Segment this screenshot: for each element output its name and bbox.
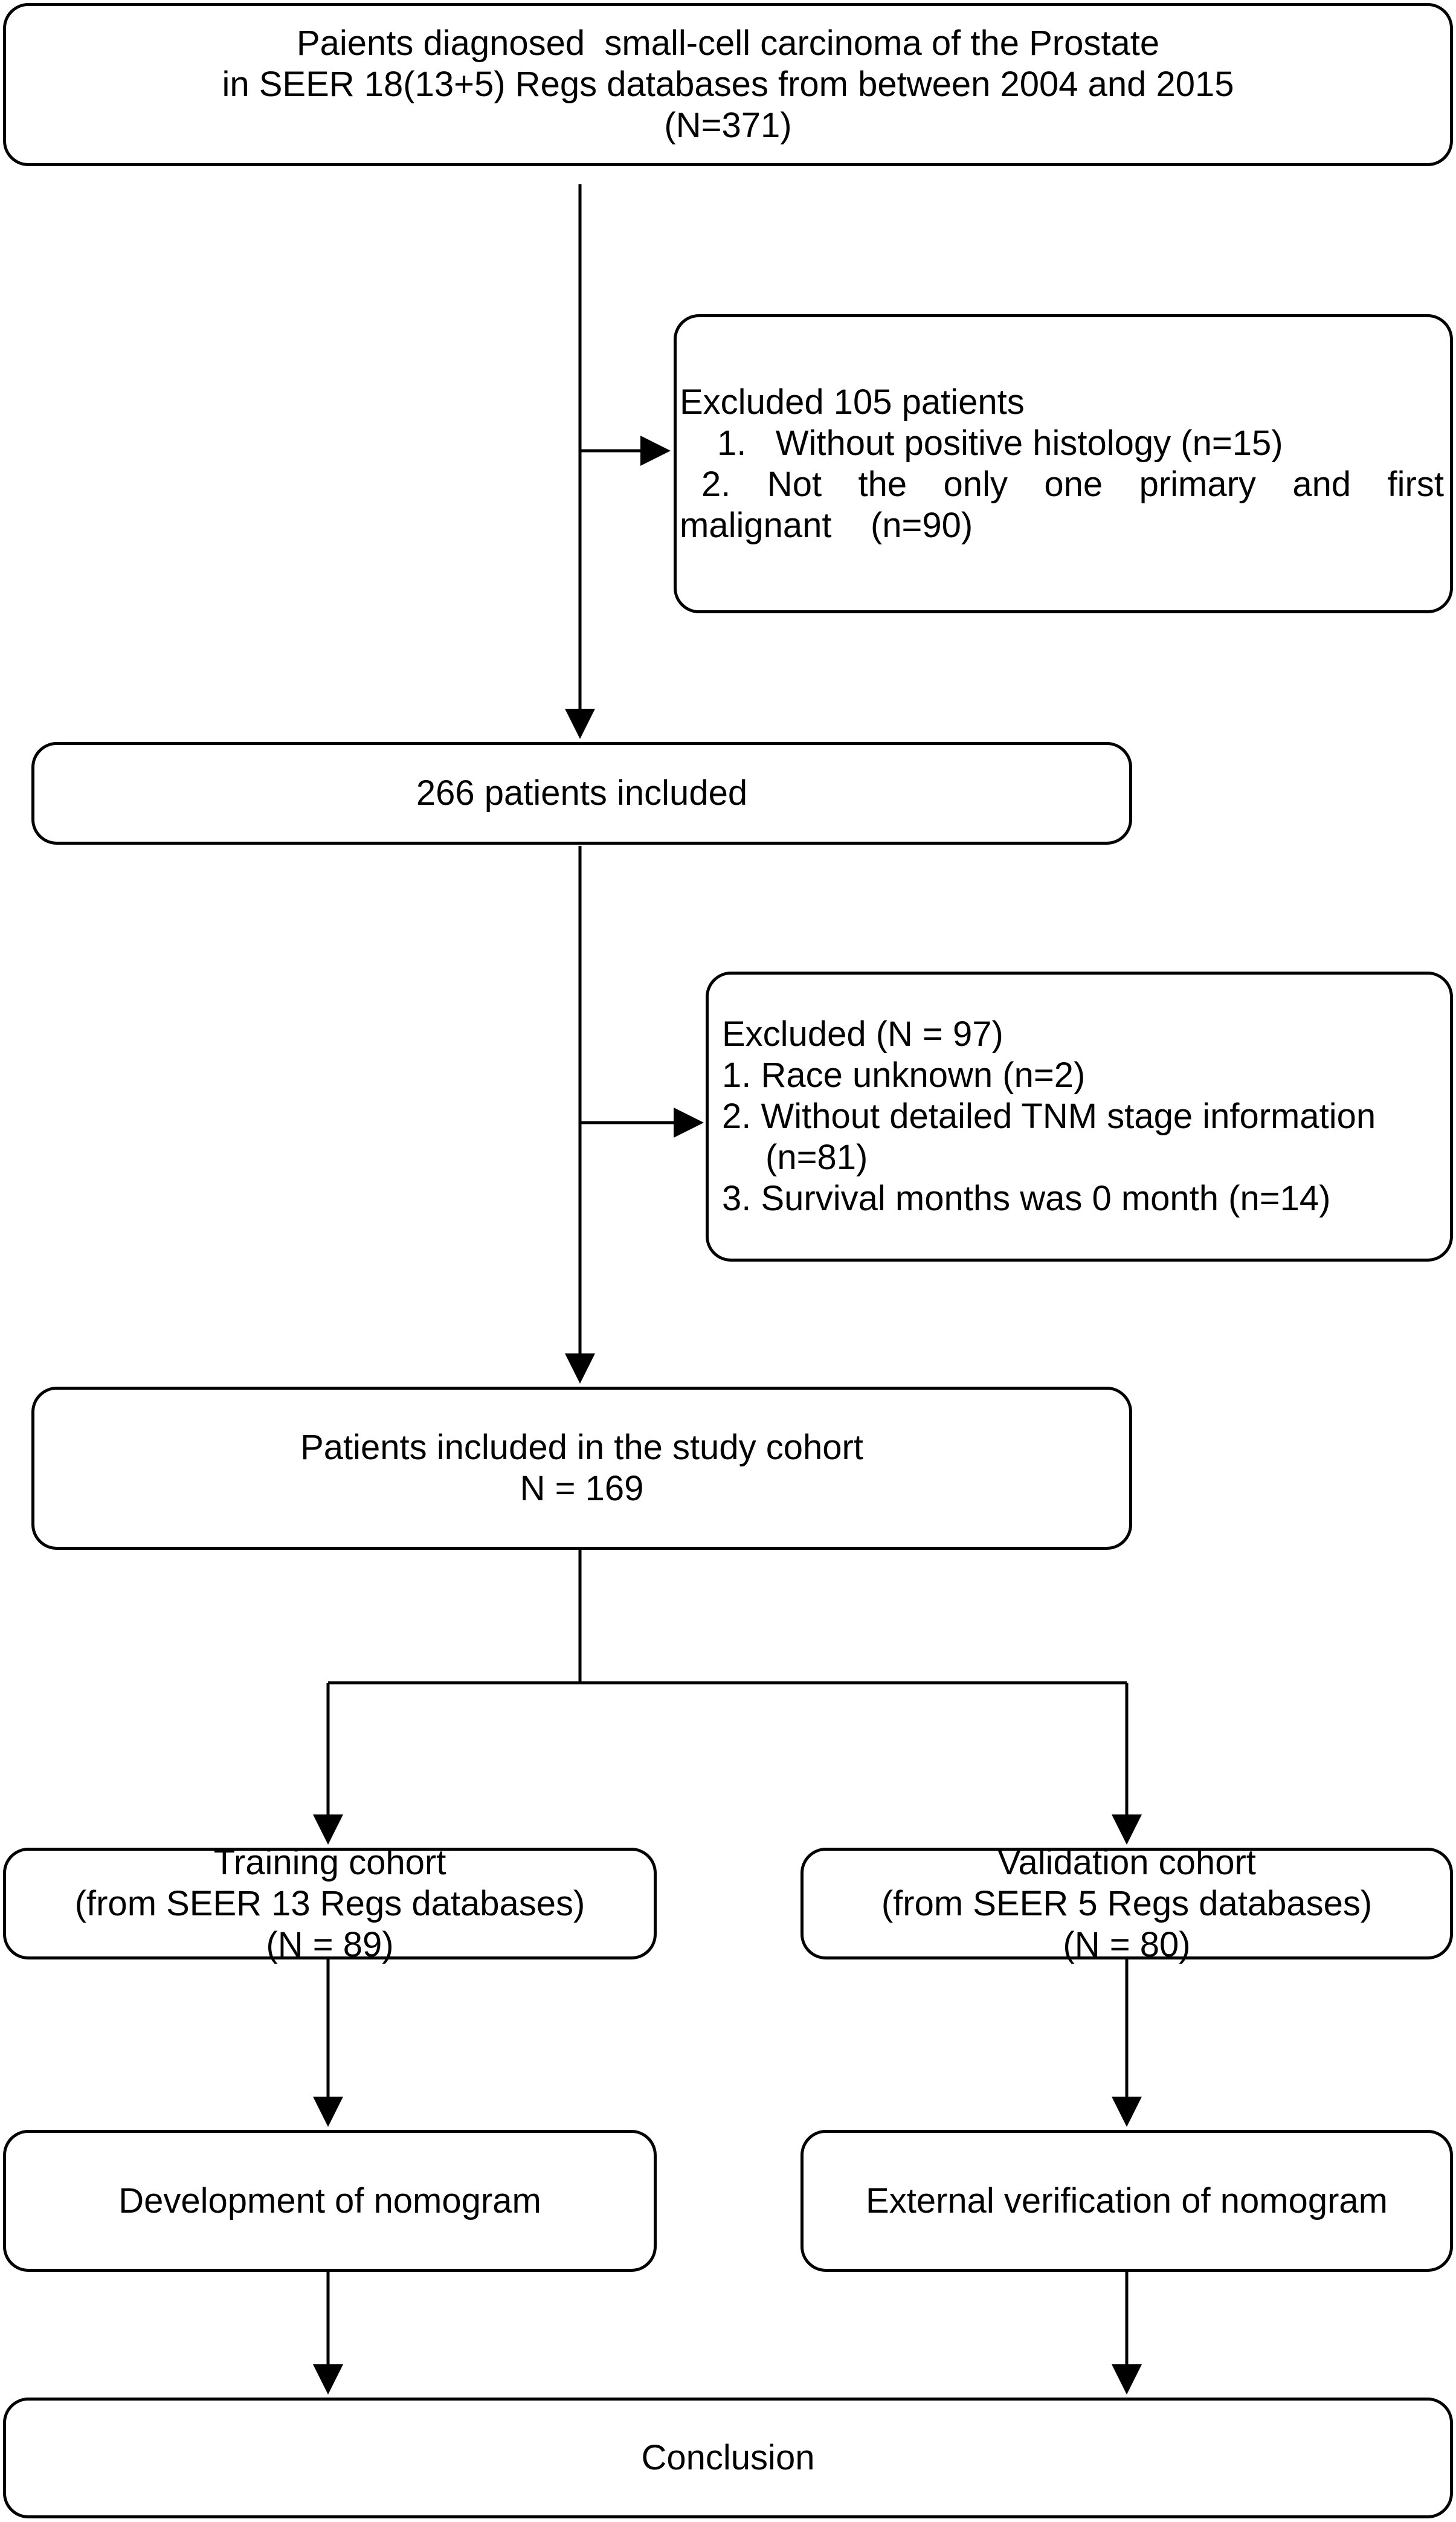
training-line-1: Training cohort (213, 1842, 446, 1882)
included-box: 266 patients included (31, 742, 1132, 845)
development-label: Development of nomogram (118, 2181, 541, 2220)
training-line-3: (N = 89) (266, 1924, 394, 1964)
verification-label: External verification of nomogram (866, 2181, 1388, 2220)
conclusion-box: Conclusion (3, 2398, 1453, 2518)
exclusion1-item-2-cont: malignant (n=90) (680, 505, 973, 545)
exclusion2-item-3: 3. Survival months was 0 month (n=14) (722, 1179, 1331, 1218)
exclusion2-item-2: 2. Without detailed TNM stage informatio… (722, 1097, 1376, 1136)
exclusion1-item-2: 2. Not the only one primary and first (701, 464, 1444, 504)
conclusion-label: Conclusion (641, 2438, 815, 2477)
study-cohort-line-1: Patients included in the study cohort (300, 1428, 863, 1467)
included-label: 266 patients included (416, 773, 748, 813)
exclusion1-item-1: 1. Without positive histology (n=15) (717, 423, 1283, 463)
source-line-1: Paients diagnosed small-cell carcinoma o… (296, 24, 1160, 63)
exclusion2-box: Excluded (N = 97) 1. Race unknown (n=2) … (706, 972, 1453, 1262)
exclusion1-box: Excluded 105 patients 1. Without positiv… (674, 314, 1453, 613)
training-box: Training cohort (from SEER 13 Regs datab… (3, 1843, 657, 1964)
validation-box: Validation cohort (from SEER 5 Regs data… (800, 1843, 1453, 1964)
exclusion2-item-1: 1. Race unknown (n=2) (722, 1056, 1086, 1095)
training-line-2: (from SEER 13 Regs databases) (74, 1883, 585, 1923)
study-cohort-line-2: N = 169 (520, 1469, 644, 1508)
validation-line-2: (from SEER 5 Regs databases) (881, 1883, 1373, 1923)
source-box: Paients diagnosed small-cell carcinoma o… (3, 3, 1453, 166)
exclusion2-title: Excluded (N = 97) (722, 1014, 1003, 1054)
validation-line-1: Validation cohort (997, 1842, 1256, 1882)
source-line-2: in SEER 18(13+5) Regs databases from bet… (222, 65, 1234, 104)
validation-line-3: (N = 80) (1063, 1924, 1191, 1964)
exclusion1-title: Excluded 105 patients (680, 382, 1025, 422)
verification-box: External verification of nomogram (800, 2130, 1453, 2272)
source-line-3: (N=371) (664, 106, 792, 145)
exclusion2-item-2-cont: (n=81) (765, 1138, 868, 1177)
development-box: Development of nomogram (3, 2130, 657, 2272)
study-cohort-box: Patients included in the study cohort N … (31, 1387, 1132, 1550)
